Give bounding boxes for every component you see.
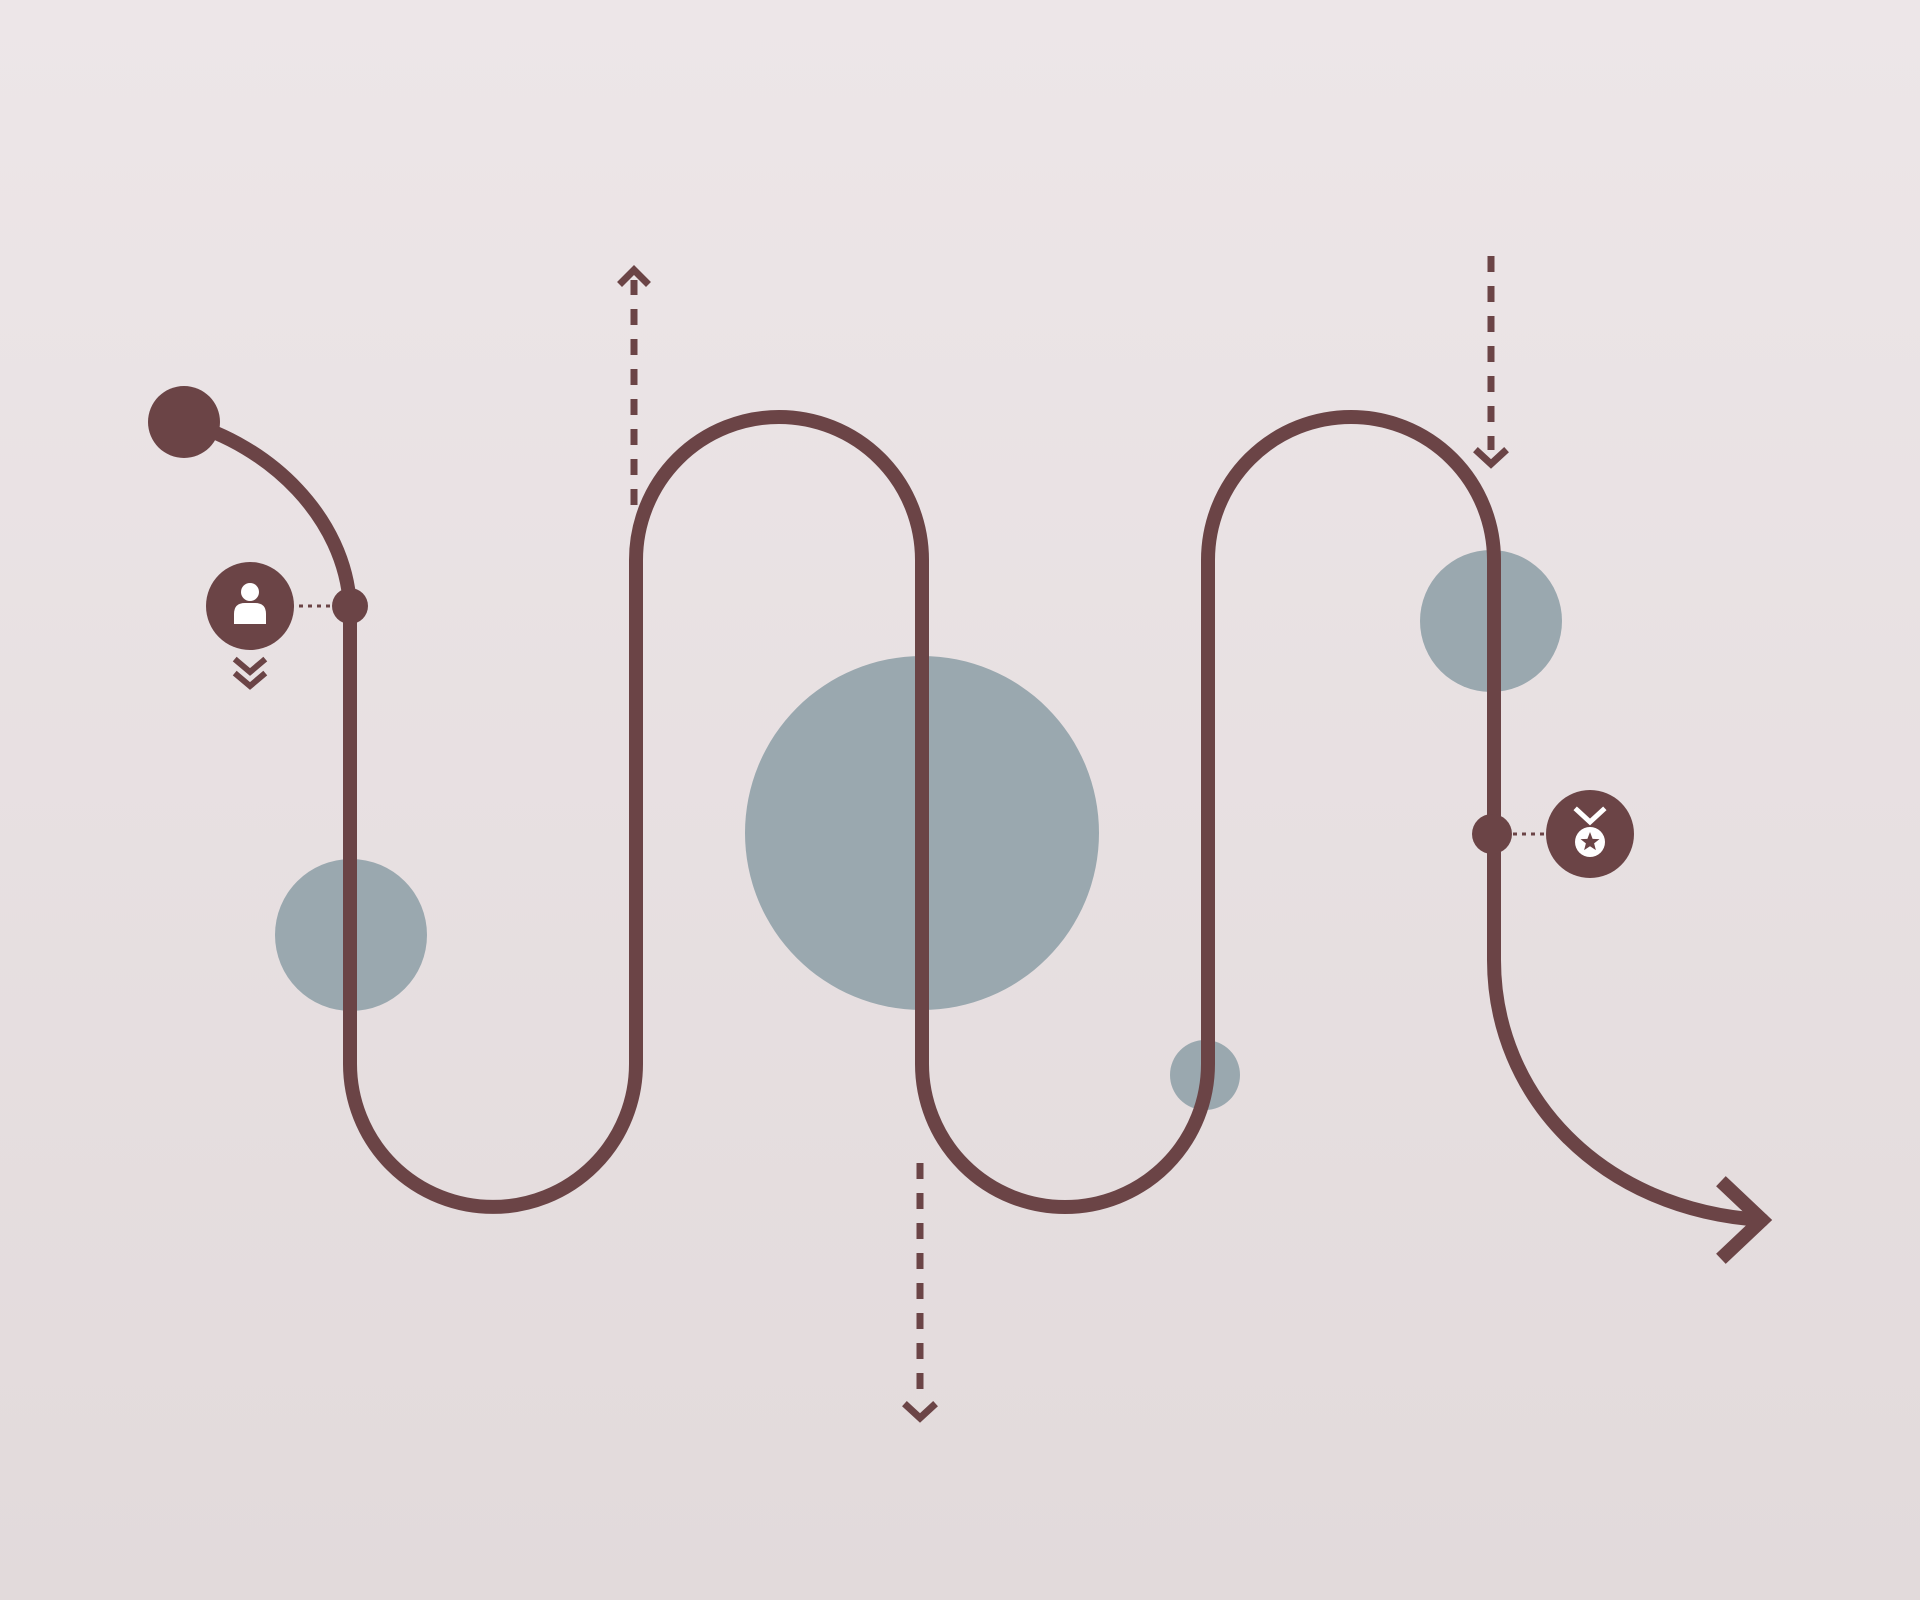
end-node-dot [1472,814,1512,854]
person-icon [234,583,266,624]
indicator-down-right [1473,256,1509,469]
winding-path [177,410,1769,1227]
chevron-down-icon [902,1401,938,1423]
end-milestone [1472,790,1634,878]
start-milestone [206,562,368,690]
arrow-right-icon [1716,1176,1773,1264]
medal-icon [1573,806,1607,857]
start-node-dot [332,588,368,624]
indicator-up-left [617,265,651,505]
indicator-down-center [902,1163,938,1423]
chevron-down-icon [1473,447,1509,469]
chevron-up-icon [617,265,651,287]
path-start-dot [148,386,220,458]
double-chevron-down-icon [232,656,268,690]
